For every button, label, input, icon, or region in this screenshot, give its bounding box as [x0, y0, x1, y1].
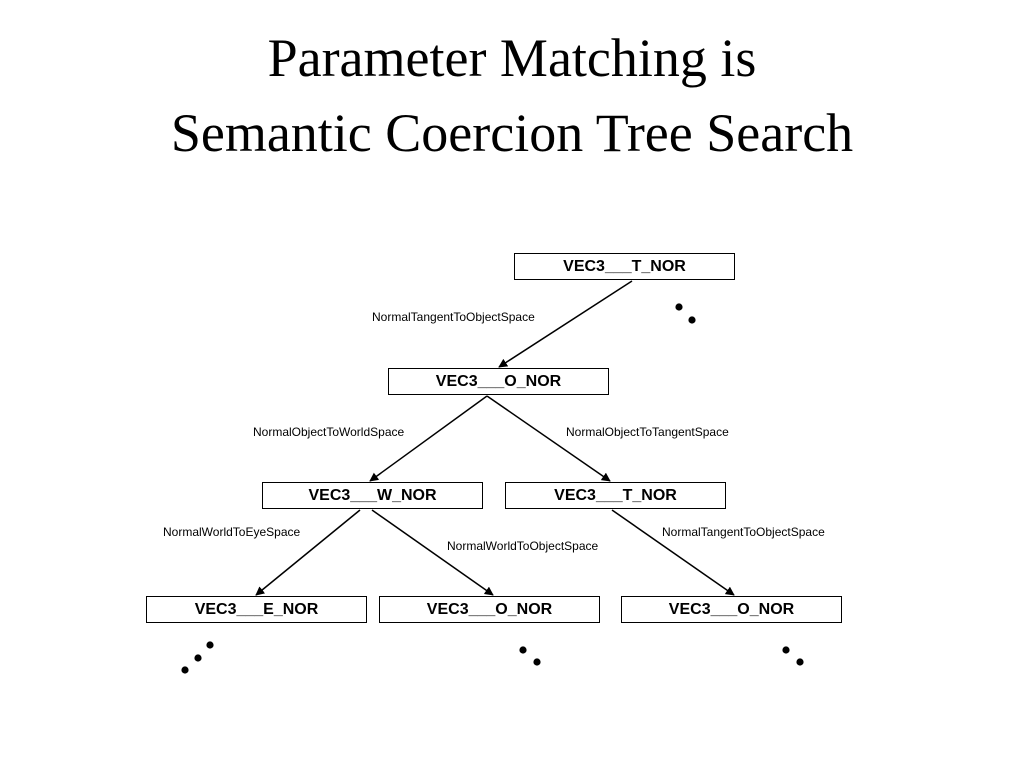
node-level2-right: VEC3___T_NOR — [505, 482, 726, 509]
edge-l1-to-w — [369, 395, 488, 482]
node-level2-left: VEC3___W_NOR — [262, 482, 483, 509]
node-root: VEC3___T_NOR — [514, 253, 735, 280]
ellipsis-o-nor-b — [519, 646, 541, 666]
edge-w-to-o — [371, 509, 494, 596]
edge-w-to-e — [255, 509, 361, 596]
title-line-1: Parameter Matching is — [267, 28, 757, 88]
node-level3-a: VEC3___E_NOR — [146, 596, 367, 623]
edge-label-root-to-l1: NormalTangentToObjectSpace — [372, 310, 535, 324]
edge-root-to-l1 — [498, 280, 633, 368]
title-line-2: Semantic Coercion Tree Search — [170, 103, 854, 163]
node-level1: VEC3___O_NOR — [388, 368, 609, 395]
node-level3-c: VEC3___O_NOR — [621, 596, 842, 623]
edge-label-l1-to-t: NormalObjectToTangentSpace — [566, 425, 729, 439]
edge-t-to-o — [611, 509, 735, 596]
ellipsis-e-nor — [181, 641, 214, 674]
node-level3-b: VEC3___O_NOR — [379, 596, 600, 623]
edge-label-l1-to-w: NormalObjectToWorldSpace — [253, 425, 405, 439]
edge-label-w-to-e: NormalWorldToEyeSpace — [163, 525, 301, 539]
edge-label-w-to-o: NormalWorldToObjectSpace — [447, 539, 599, 553]
edge-l1-to-t — [486, 395, 611, 482]
ellipsis-root — [675, 303, 696, 324]
ellipsis-o-nor-c — [782, 646, 804, 666]
edge-label-t-to-o: NormalTangentToObjectSpace — [662, 525, 825, 539]
